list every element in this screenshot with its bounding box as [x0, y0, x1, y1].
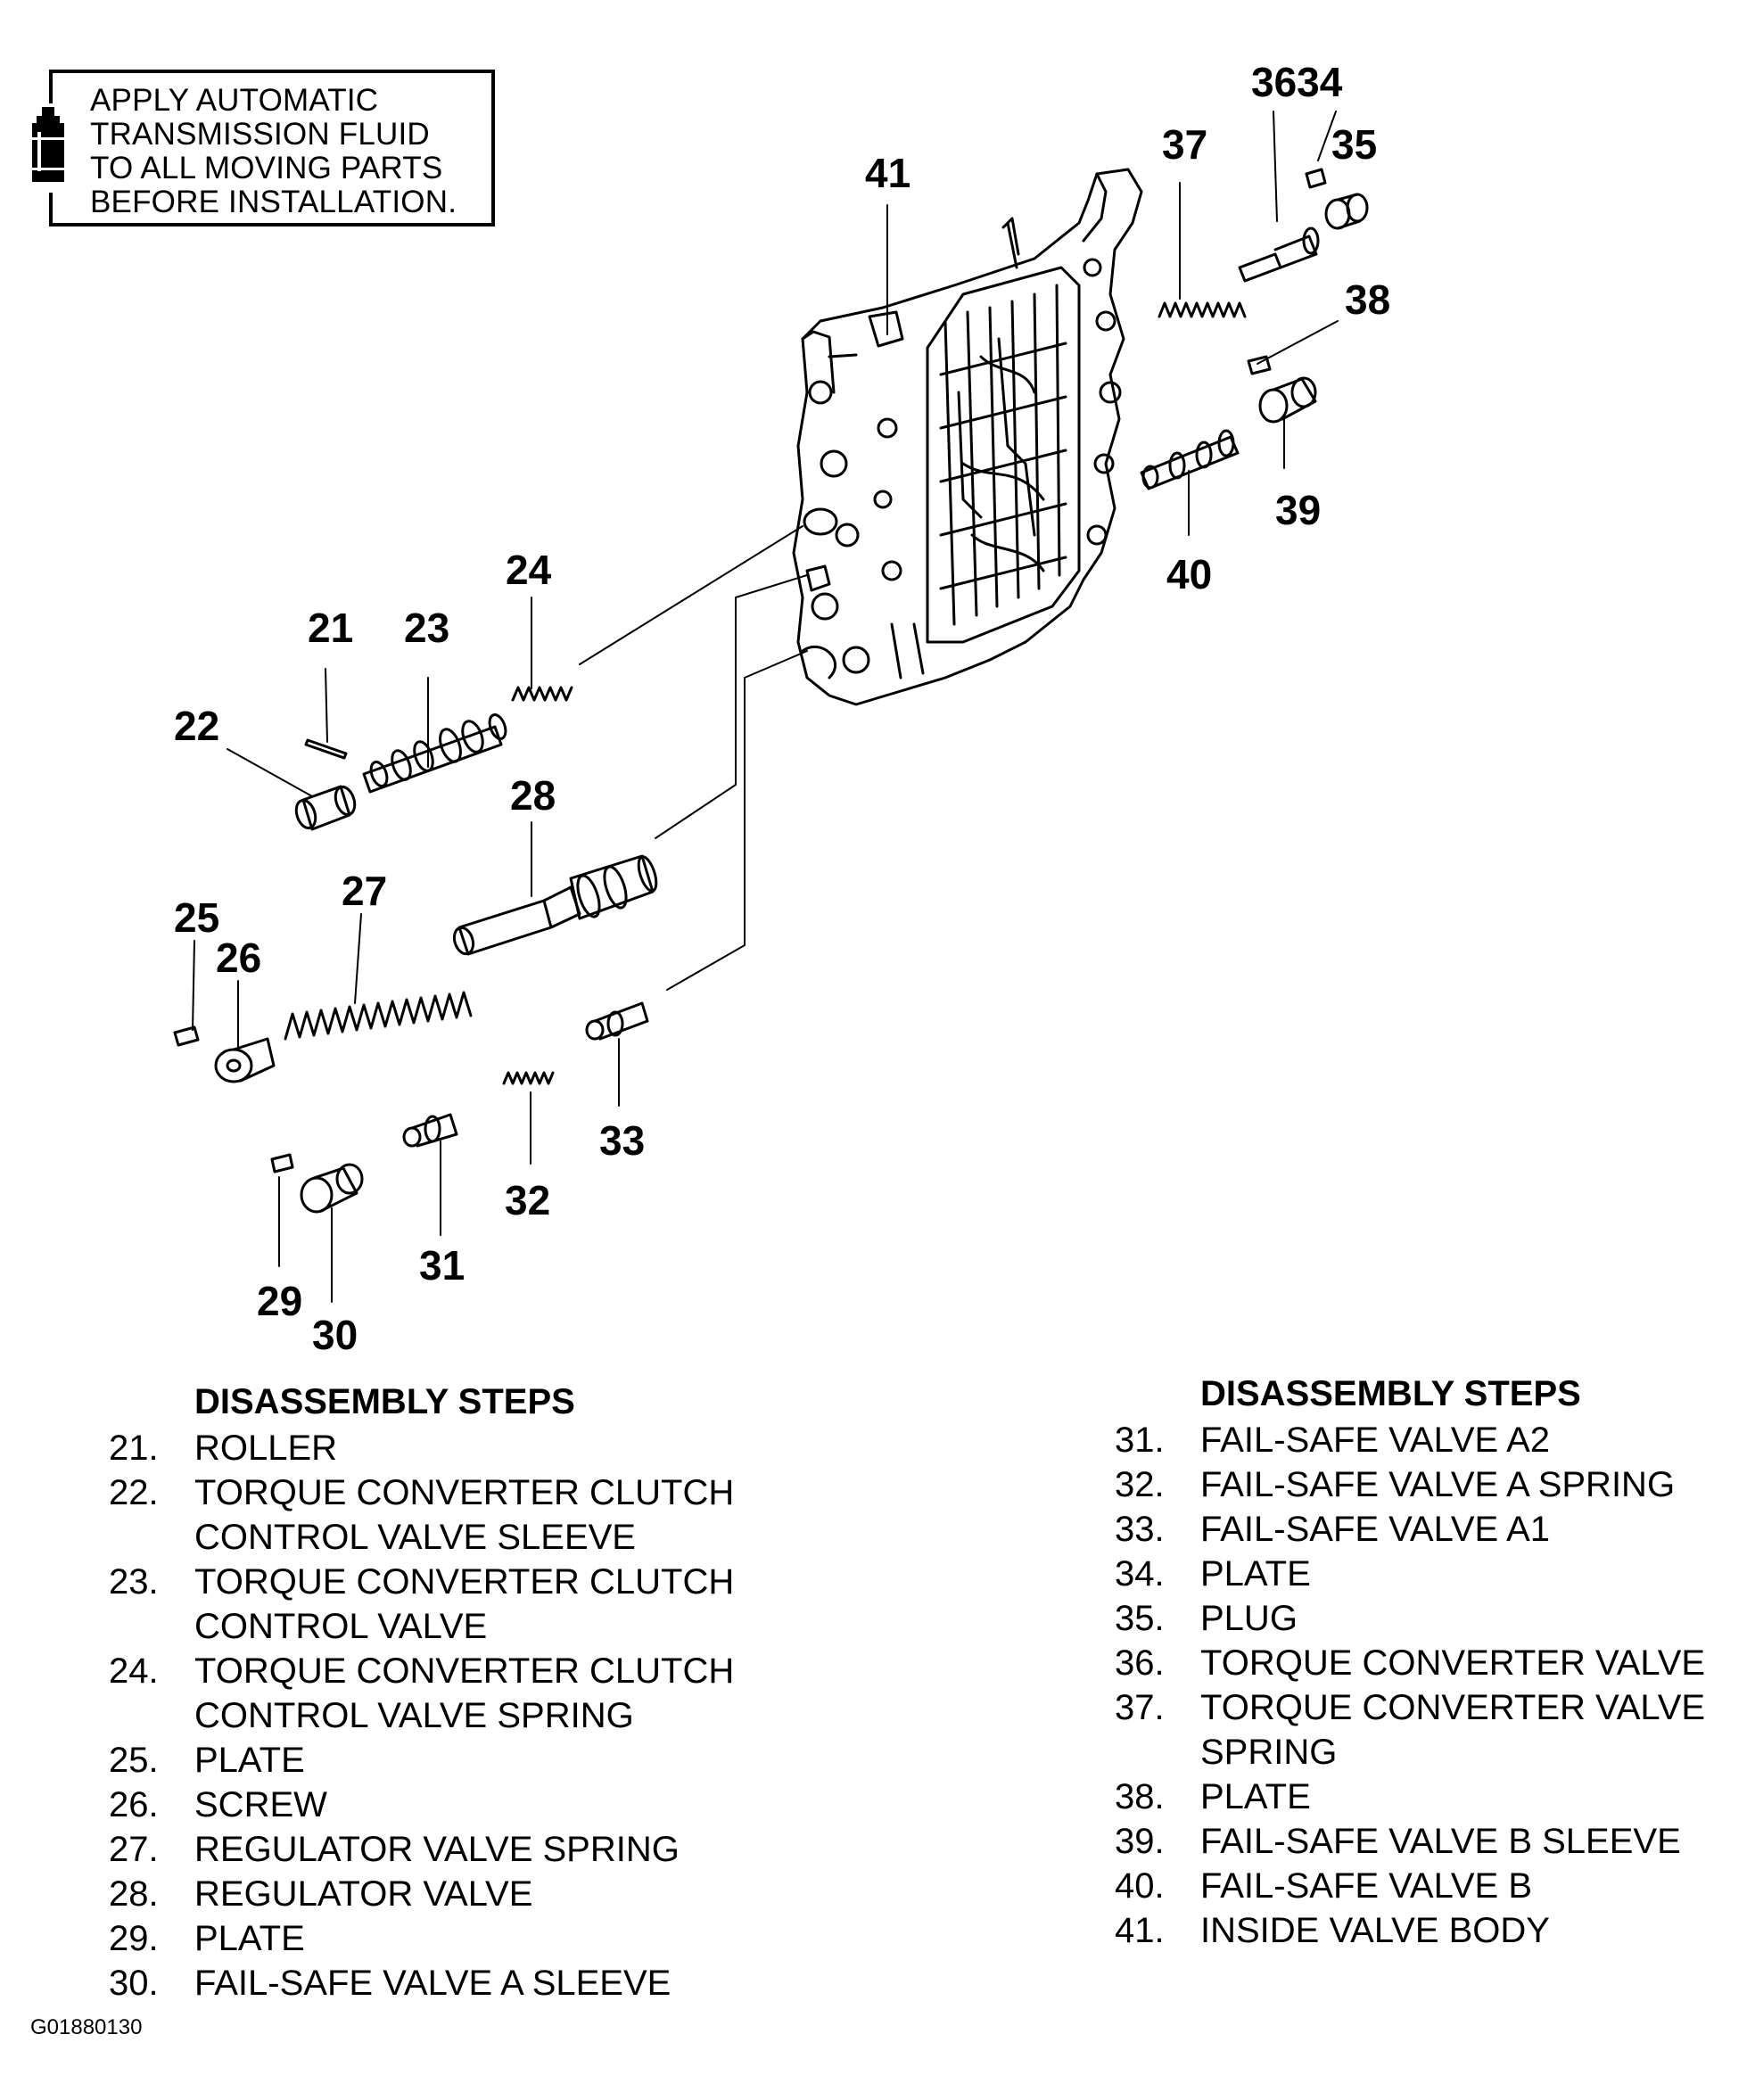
fluid-bottle-icon [29, 105, 68, 185]
list-item: 38.PLATE [1115, 1777, 1311, 1816]
list-item: 29.PLATE [109, 1919, 305, 1958]
plate-34 [1305, 168, 1327, 189]
callout-24: 24 [506, 547, 552, 593]
screw [214, 1037, 276, 1083]
callout-40: 40 [1166, 551, 1212, 597]
list-item: 35.PLUG [1115, 1599, 1298, 1638]
fail-safe-valve-b-sleeve [1258, 376, 1317, 424]
steps-heading: DISASSEMBLY STEPS [1200, 1374, 1581, 1413]
callout-22: 22 [174, 703, 219, 749]
list-item: 21.ROLLER [109, 1429, 338, 1468]
list-item: 22.TORQUE CONVERTER CLUTCH CONTROL VALVE… [109, 1473, 735, 1557]
callout-33: 33 [599, 1117, 645, 1164]
inside-valve-body [792, 168, 1143, 706]
callout-26: 26 [216, 935, 261, 981]
list-item: 39.FAIL-SAFE VALVE B SLEEVE [1115, 1822, 1681, 1861]
plate-38 [1247, 355, 1272, 375]
callout-29: 29 [257, 1278, 302, 1324]
list-item: 37.TORQUE CONVERTER VALVE SPRING [1115, 1688, 1706, 1772]
list-item: 36.TORQUE CONVERTER VALVE [1115, 1643, 1706, 1683]
callout-38: 38 [1345, 276, 1390, 323]
callout-3634: 3634 [1251, 59, 1343, 105]
list-item: 30.FAIL-SAFE VALVE A SLEEVE [109, 1964, 672, 2003]
list-item: 23.TORQUE CONVERTER CLUTCH CONTROL VALVE [109, 1562, 735, 1646]
callout-23: 23 [404, 605, 449, 651]
leader-lines [192, 111, 1339, 1303]
callout-39: 39 [1275, 487, 1321, 533]
list-item: 27.REGULATOR VALVE SPRING [109, 1830, 680, 1869]
fail-safe-valve-a1 [585, 1001, 649, 1041]
regulator-valve-spring [284, 991, 473, 1041]
callout-41: 41 [865, 150, 910, 196]
disassembly-steps-right: DISASSEMBLY STEPS 31.FAIL-SAFE VALVE A2 … [1115, 1371, 1705, 1953]
torque-converter-valve-spring [1158, 301, 1247, 318]
steps-heading: DISASSEMBLY STEPS [194, 1382, 575, 1421]
fail-safe-valve-a-sleeve [300, 1163, 364, 1214]
callout-21: 21 [308, 605, 353, 651]
callout-37: 37 [1162, 121, 1207, 168]
callout-32: 32 [505, 1177, 550, 1223]
list-item: 34.PLATE [1115, 1554, 1311, 1594]
callout-35: 35 [1331, 121, 1377, 168]
roller [304, 738, 348, 760]
plate-29 [270, 1153, 294, 1174]
tcc-control-valve-spring [511, 686, 573, 702]
callout-30: 30 [312, 1312, 358, 1358]
disassembly-steps-left: DISASSEMBLY STEPS 21.ROLLER 22.TORQUE CO… [109, 1379, 734, 2005]
list-item: 40.FAIL-SAFE VALVE B [1115, 1866, 1532, 1906]
list-item: 32.FAIL-SAFE VALVE A SPRING [1115, 1465, 1676, 1504]
plug [1324, 193, 1369, 230]
callout-27: 27 [342, 868, 387, 914]
list-item: 31.FAIL-SAFE VALVE A2 [1115, 1421, 1551, 1460]
callout-28: 28 [510, 772, 556, 819]
list-item: 33.FAIL-SAFE VALVE A1 [1115, 1510, 1551, 1549]
tcc-control-valve-sleeve [294, 785, 357, 831]
figure-code: G01880130 [30, 2015, 143, 2039]
fail-safe-valve-a-spring [502, 1071, 555, 1085]
list-item: 25.PLATE [109, 1741, 305, 1780]
list-item: 41.INSIDE VALVE BODY [1115, 1911, 1550, 1950]
fail-safe-valve-b [1140, 429, 1240, 490]
list-item: 24.TORQUE CONVERTER CLUTCH CONTROL VALVE… [109, 1651, 735, 1735]
plate-25 [173, 1025, 200, 1047]
torque-converter-valve [1238, 226, 1320, 283]
callout-31: 31 [419, 1242, 465, 1289]
list-item: 26.SCREW [109, 1785, 327, 1824]
list-item: 28.REGULATOR VALVE [109, 1874, 533, 1914]
regulator-valve [452, 854, 658, 956]
tcc-control-valve [362, 713, 507, 794]
callout-25: 25 [174, 894, 219, 941]
fail-safe-valve-a2 [402, 1113, 458, 1148]
